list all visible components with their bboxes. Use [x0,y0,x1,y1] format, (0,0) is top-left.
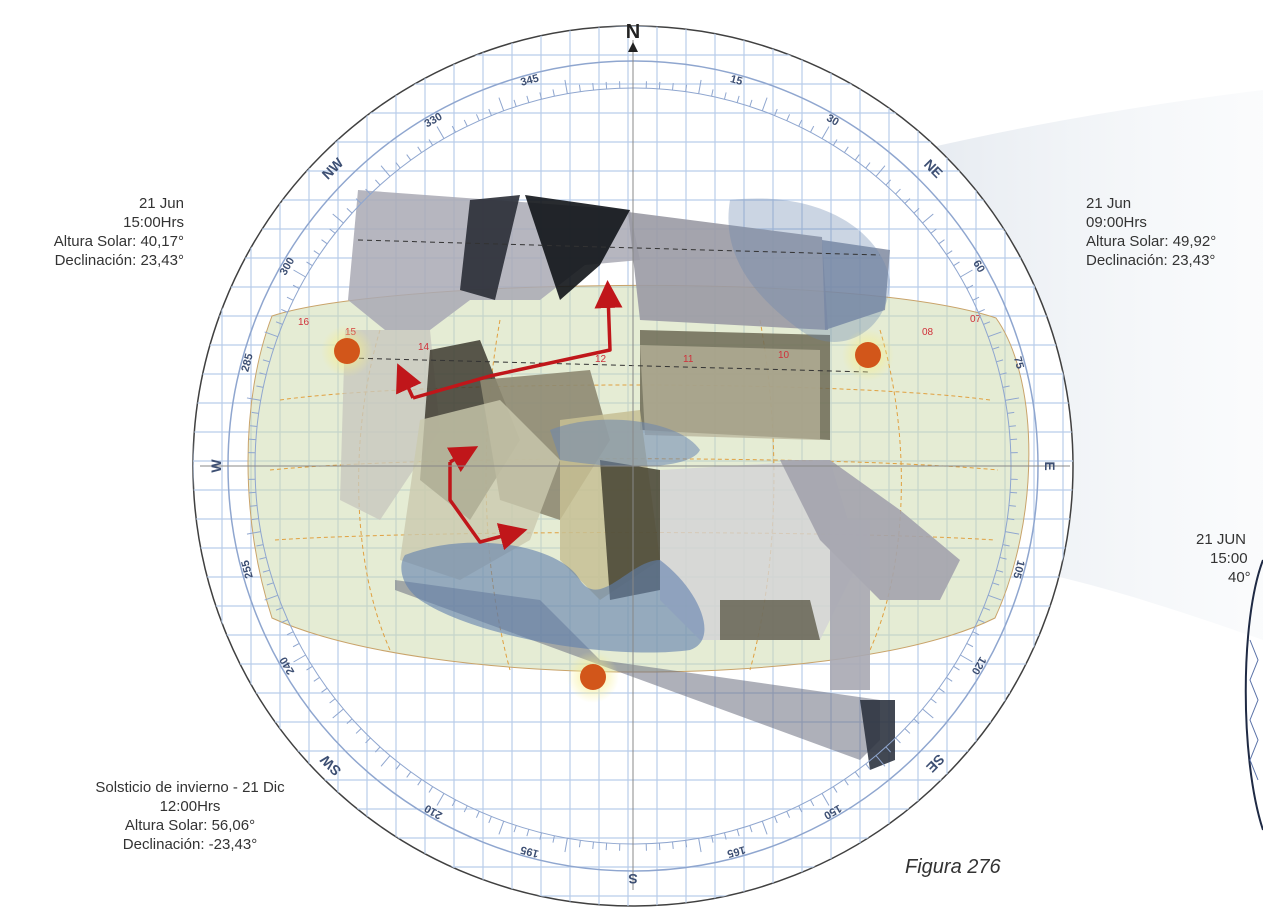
figure-caption: Figura 276 [905,856,1001,878]
compass-degree-label: 195 [519,843,540,859]
svg-text:12: 12 [595,354,607,365]
compass-degree-label: 75 [1011,355,1026,370]
sun-label-afternoon: 21 Jun 15:00Hrs Altura Solar: 40,17° Dec… [53,195,184,269]
svg-text:16: 16 [298,317,310,328]
secondary-diagram-hatch [1249,639,1259,781]
svg-text:07: 07 [970,314,982,325]
circulation-arrows [396,280,623,551]
compass-degree-label: 165 [726,843,747,859]
compass-degree-label: 255 [239,559,255,580]
sun-position-east [842,329,894,381]
svg-text:11: 11 [683,354,694,365]
secondary-diagram-label: 21 JUN 15:00 40° [1196,531,1251,586]
compass-w-label: W [208,459,224,473]
sun-label-winter-solstice: Solsticio de invierno - 21 Dic 12:00Hrs … [95,779,285,853]
compass-degree-label: 60 [970,258,987,275]
compass-degree-label: 345 [519,72,540,88]
compass-degree-label: 285 [239,352,255,373]
secondary-diagram-edge [1244,559,1263,831]
sun-position-west [321,325,373,377]
sun-position-south [567,651,619,703]
compass-e-label: E [1042,461,1058,470]
compass-degree-label: 105 [1010,559,1026,580]
compass-north-label: N [626,21,640,43]
compass-degree-label: 30 [824,112,841,129]
svg-text:08: 08 [922,327,934,338]
sun-label-morning: 21 Jun 09:00Hrs Altura Solar: 49,92° Dec… [1086,195,1217,269]
compass-s-label: S [628,871,637,887]
compass-ticks [241,74,1025,858]
north-arrow-icon [628,42,638,52]
svg-text:10: 10 [778,350,790,361]
svg-text:14: 14 [418,342,430,353]
compass-degree-label: 15 [729,73,744,88]
